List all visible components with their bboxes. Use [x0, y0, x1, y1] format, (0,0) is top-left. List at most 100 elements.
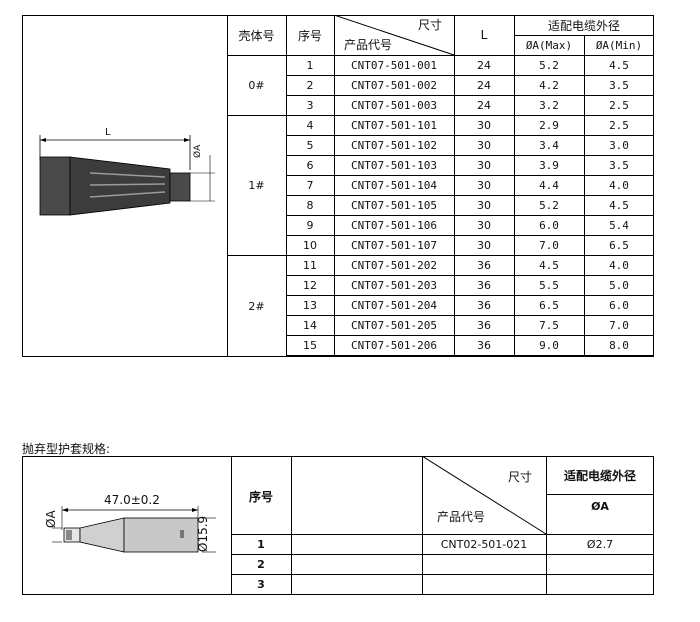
header-diagonal	[334, 15, 455, 56]
row-seq: 15	[303, 338, 317, 352]
header-seq: 序号	[297, 28, 322, 43]
row-product-code: CNT07-501-204	[350, 298, 438, 312]
header-od-max: ØA(Max)	[525, 38, 573, 52]
header2-cable-od: 适配电缆外径	[563, 468, 636, 483]
row-length: 30	[477, 238, 491, 252]
row-od-min: 7.0	[609, 318, 629, 332]
row-od-max: 6.0	[539, 218, 559, 232]
row-od-max: 7.0	[539, 238, 559, 252]
row-product-code: CNT07-501-001	[350, 58, 438, 72]
sheath-length-label: 47.0±0.2	[104, 493, 160, 507]
row-length: 24	[477, 98, 491, 112]
row-od-max: 4.5	[539, 258, 559, 272]
header-size: 尺寸	[417, 17, 442, 32]
row-product-code: CNT07-501-203	[350, 278, 438, 292]
row2-product-code	[422, 554, 546, 574]
row-length: 30	[477, 178, 491, 192]
row-seq: 9	[306, 218, 314, 232]
row2-product-code	[422, 574, 546, 594]
row-od-max: 4.4	[539, 178, 559, 192]
header-diagonal-2	[422, 456, 547, 535]
row2-od	[546, 554, 654, 574]
row-length: 30	[477, 218, 491, 232]
header-od-min: ØA(Min)	[595, 38, 643, 52]
row-length: 36	[477, 258, 491, 272]
row-length: 30	[477, 158, 491, 172]
row-length: 30	[477, 138, 491, 152]
row-product-code: CNT07-501-105	[350, 198, 438, 212]
row-product-code: CNT07-501-002	[350, 78, 438, 92]
row2-seq: 1	[257, 537, 265, 551]
row-seq: 8	[306, 198, 314, 212]
row-product-code: CNT07-501-202	[350, 258, 438, 272]
header2-product-code: 产品代号	[436, 509, 485, 524]
row2-od: Ø2.7	[586, 537, 614, 551]
shell-group-1: 1#	[248, 179, 265, 192]
row-seq: 3	[306, 98, 314, 112]
row-od-min: 4.5	[609, 198, 629, 212]
row-seq: 7	[306, 178, 314, 192]
connector-boot-drawing	[39, 135, 215, 216]
row-od-min: 6.0	[609, 298, 629, 312]
cable-spec-table: 壳体号 序号 尺寸 产品代号 L 适配电缆外径 ØA(Max) ØA(Min) …	[22, 15, 654, 357]
row-product-code: CNT07-501-107	[350, 238, 438, 252]
row-od-min: 2.5	[609, 98, 629, 112]
header-shell: 壳体号	[238, 28, 275, 43]
row-od-max: 7.5	[539, 318, 559, 332]
row-product-code: CNT07-501-106	[350, 218, 438, 232]
section2-title: 抛弃型护套规格:	[22, 442, 111, 456]
row-length: 24	[477, 58, 491, 72]
header2-size: 尺寸	[507, 469, 532, 484]
row-product-code: CNT07-501-003	[350, 98, 438, 112]
row-od-max: 5.5	[539, 278, 559, 292]
header-product-code: 产品代号	[343, 37, 392, 52]
row-od-min: 3.5	[609, 158, 629, 172]
header-L: L	[480, 28, 488, 42]
row-seq: 12	[303, 278, 317, 292]
row-od-max: 3.4	[539, 138, 559, 152]
row-seq: 13	[303, 298, 317, 312]
row-length: 30	[477, 198, 491, 212]
sheath-od-label: Ø15.9	[196, 515, 210, 552]
row2-seq: 2	[257, 557, 265, 571]
row-od-min: 6.5	[609, 238, 629, 252]
row2-product-code: CNT02-501-021	[440, 537, 528, 551]
row-product-code: CNT07-501-205	[350, 318, 438, 332]
row-product-code: CNT07-501-104	[350, 178, 438, 192]
row-od-min: 3.0	[609, 138, 629, 152]
header2-seq: 序号	[248, 489, 273, 504]
drawing-length-label: L	[105, 127, 111, 138]
row-od-max: 5.2	[539, 198, 559, 212]
header2-od: ØA	[591, 499, 609, 513]
row-od-max: 9.0	[539, 338, 559, 352]
shell-group-0: 0#	[248, 79, 265, 92]
row-od-min: 4.5	[609, 58, 629, 72]
row-seq: 6	[306, 158, 314, 172]
row-product-code: CNT07-501-102	[350, 138, 438, 152]
row-seq: 10	[303, 238, 317, 252]
row-length: 36	[477, 298, 491, 312]
shell-group-2: 2#	[248, 299, 265, 313]
row-seq: 5	[306, 138, 314, 152]
row-length: 24	[477, 78, 491, 92]
row-seq: 14	[303, 318, 317, 332]
row-seq: 11	[303, 258, 317, 272]
row-length: 36	[477, 278, 491, 292]
row-seq: 2	[306, 78, 314, 92]
row-od-max: 6.5	[539, 298, 559, 312]
row-od-min: 3.5	[609, 78, 629, 92]
row-seq: 1	[306, 58, 314, 72]
row-product-code: CNT07-501-206	[350, 338, 438, 352]
row-product-code: CNT07-501-101	[350, 118, 438, 132]
row-product-code: CNT07-501-103	[350, 158, 438, 172]
row2-seq: 3	[257, 577, 265, 591]
row-od-max: 4.2	[539, 78, 559, 92]
row-length: 36	[477, 338, 491, 352]
row-od-min: 5.4	[609, 218, 629, 232]
row-od-min: 2.5	[609, 118, 629, 132]
row-od-min: 8.0	[609, 338, 629, 352]
row-od-min: 5.0	[609, 278, 629, 292]
row-seq: 4	[306, 118, 314, 132]
row2-od	[546, 574, 654, 594]
